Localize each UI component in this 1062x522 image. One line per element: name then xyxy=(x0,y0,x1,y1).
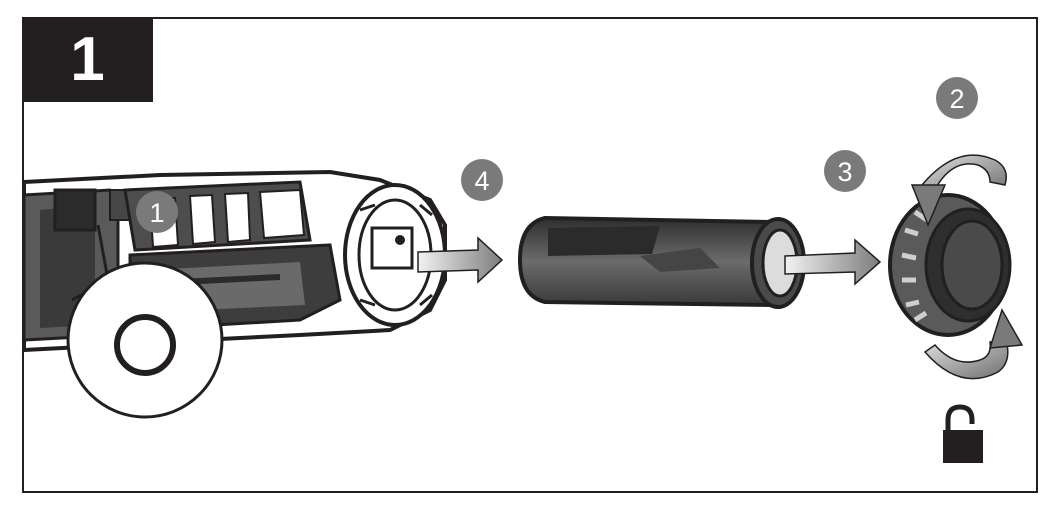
rotate-arrow-top xyxy=(910,154,1007,227)
arrow-remove-cap xyxy=(784,238,882,286)
arrow-remove-battery xyxy=(417,236,504,284)
svg-text:3: 3 xyxy=(837,157,852,187)
step-number: 1 xyxy=(70,25,105,94)
badge-2: 2 xyxy=(936,77,978,119)
svg-text:4: 4 xyxy=(474,166,489,196)
badge-1: 1 xyxy=(136,191,178,233)
rotate-arrow-bottom xyxy=(923,308,1024,380)
unlock-icon xyxy=(943,404,983,463)
step-number-box: 1 xyxy=(22,17,153,102)
battery-cap xyxy=(888,193,1012,337)
zoom-callout xyxy=(66,224,224,419)
svg-text:2: 2 xyxy=(949,84,964,114)
battery-pack xyxy=(517,215,806,309)
svg-text:1: 1 xyxy=(149,198,164,228)
badge-4: 4 xyxy=(461,159,503,201)
badge-3: 3 xyxy=(824,150,866,192)
